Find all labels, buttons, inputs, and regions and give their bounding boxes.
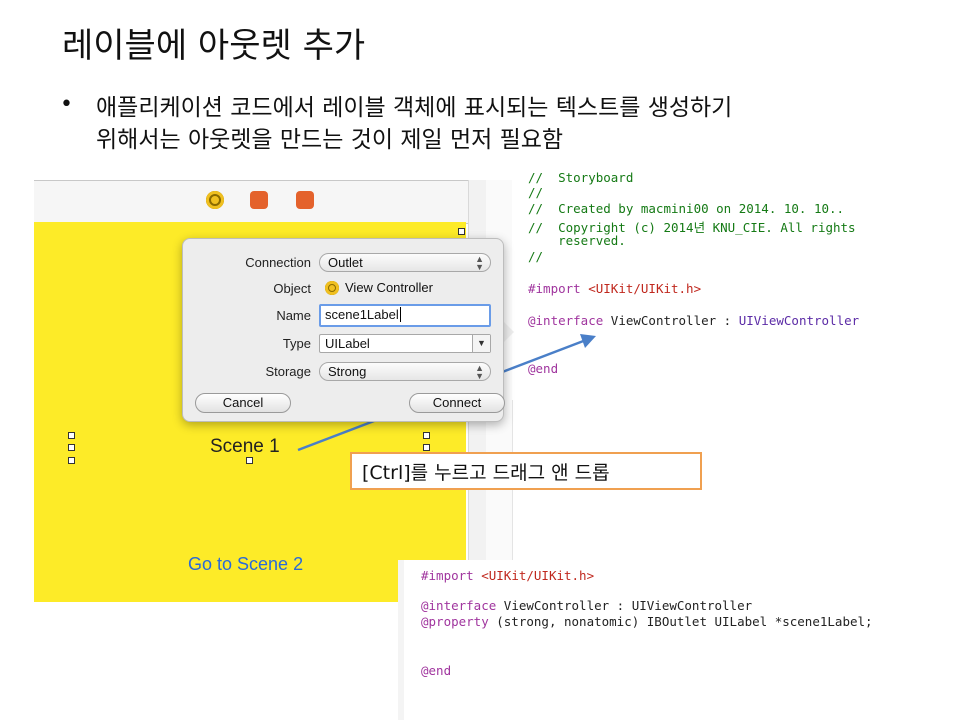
- storage-popup[interactable]: Strong ▲▼: [319, 362, 491, 381]
- code-comment-line: //: [528, 185, 544, 200]
- name-value: scene1Label: [325, 307, 399, 322]
- editor-gutter: [398, 560, 404, 720]
- import-keyword: #import: [528, 281, 589, 296]
- resize-handle[interactable]: [246, 457, 253, 464]
- view-controller-icon[interactable]: [206, 191, 224, 209]
- resize-handle[interactable]: [68, 444, 75, 451]
- result-code-panel: #import <UIKit/UIKit.h> @interface ViewC…: [398, 560, 960, 720]
- chevron-down-icon[interactable]: ▼: [472, 335, 490, 352]
- assistant-code-editor[interactable]: // Storyboard // // Created by macmini00…: [512, 170, 960, 400]
- interface-keyword: @interface: [421, 598, 497, 613]
- scene-label[interactable]: Scene 1: [210, 436, 280, 457]
- updown-chevron-icon: ▲▼: [475, 254, 484, 272]
- code-comment-line: // Copyright (c) 2014년 KNU_CIE. All righ…: [528, 220, 856, 235]
- name-input[interactable]: scene1Label: [319, 304, 491, 327]
- resize-handle[interactable]: [423, 432, 430, 439]
- connect-button[interactable]: Connect: [409, 393, 505, 413]
- interface-name: ViewController :: [603, 313, 739, 328]
- outlet-connection-popover[interactable]: Connection Outlet ▲▼ Object View Control…: [182, 238, 505, 422]
- code-end-line: @end: [421, 663, 452, 678]
- object-value: View Controller: [345, 280, 433, 295]
- import-path: <UIKit/UIKit.h>: [481, 568, 595, 583]
- code-comment-line: // Storyboard: [528, 170, 634, 185]
- connection-value: Outlet: [328, 255, 363, 270]
- interface-superclass: UIViewController: [738, 313, 860, 328]
- object-value-field: View Controller: [319, 279, 491, 298]
- type-label: Type: [282, 336, 311, 351]
- resize-handle[interactable]: [423, 444, 430, 451]
- updown-chevron-icon: ▲▼: [475, 363, 484, 381]
- code-end-line: @end: [528, 361, 559, 376]
- object-label: Object: [273, 281, 311, 296]
- resize-handle[interactable]: [68, 432, 75, 439]
- property-keyword: @property: [421, 614, 489, 629]
- resize-handle[interactable]: [68, 457, 75, 464]
- code-comment-line: // Created by macmini00 on 2014. 10. 10.…: [528, 201, 845, 216]
- name-label: Name: [276, 308, 311, 323]
- text-cursor: [399, 307, 401, 322]
- type-combobox[interactable]: UILabel ▼: [319, 334, 491, 353]
- code-interface-line: @interface ViewController : UIViewContro…: [421, 598, 752, 613]
- property-declaration: (strong, nonatomic) IBOutlet UILabel *sc…: [488, 614, 873, 629]
- cancel-button[interactable]: Cancel: [195, 393, 291, 413]
- code-property-line: @property (strong, nonatomic) IBOutlet U…: [421, 614, 873, 629]
- type-value: UILabel: [325, 336, 370, 351]
- storage-label: Storage: [265, 364, 311, 379]
- code-comment-line: //: [528, 249, 544, 264]
- import-path: <UIKit/UIKit.h>: [588, 281, 702, 296]
- first-responder-icon[interactable]: [250, 191, 268, 209]
- storage-value: Strong: [328, 364, 367, 379]
- instruction-callout: [Ctrl]를 누르고 드래그 앤 드롭: [350, 452, 702, 490]
- interface-declaration: ViewController : UIViewController: [496, 598, 753, 613]
- exit-icon[interactable]: [296, 191, 314, 209]
- code-import-line: #import <UIKit/UIKit.h>: [528, 281, 701, 296]
- bullet-text-line-1: 애플리케이션 코드에서 레이블 객체에 표시되는 텍스트를 생성하기: [96, 95, 733, 121]
- code-comment-line: reserved.: [528, 233, 626, 248]
- code-interface-line: @interface ViewController : UIViewContro…: [528, 313, 859, 328]
- connection-popup[interactable]: Outlet ▲▼: [319, 253, 491, 272]
- resize-handle[interactable]: [458, 228, 465, 235]
- go-to-scene-button[interactable]: Go to Scene 2: [188, 554, 304, 574]
- connection-label: Connection: [245, 255, 311, 270]
- interface-keyword: @interface: [528, 313, 604, 328]
- bullet-marker: •: [60, 92, 73, 117]
- bullet-text-line-2: 위해서는 아웃렛을 만드는 것이 제일 먼저 필요함: [96, 127, 564, 153]
- import-keyword: #import: [421, 568, 482, 583]
- scene-dock-toolbar: [34, 180, 468, 224]
- code-import-line: #import <UIKit/UIKit.h>: [421, 568, 594, 583]
- view-controller-icon: [325, 281, 339, 295]
- slide-title: 레이블에 아웃렛 추가: [62, 26, 366, 66]
